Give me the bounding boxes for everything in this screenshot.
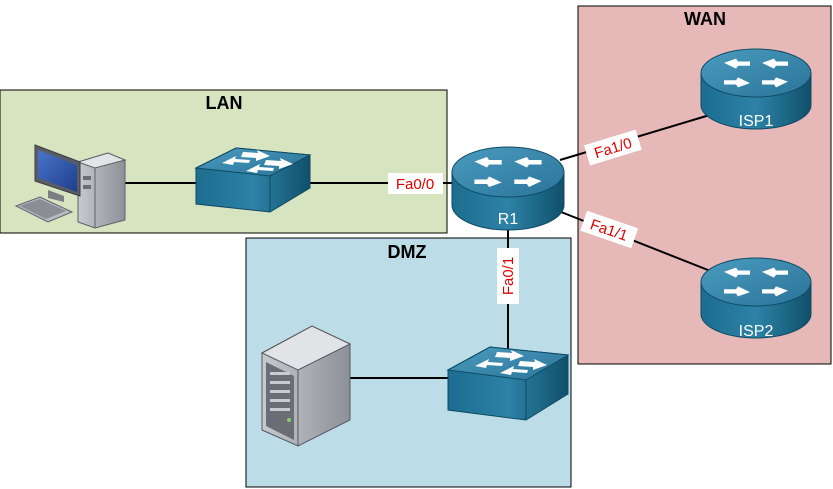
lan-switch-icon <box>194 147 312 213</box>
router-isp2-label: ISP2 <box>739 323 774 340</box>
svg-text:Fa0/0: Fa0/0 <box>396 176 434 193</box>
router-r1-label: R1 <box>498 211 519 228</box>
desktop-pc-icon <box>14 144 127 229</box>
router-isp1-icon <box>700 48 812 130</box>
dmz-title: DMZ <box>388 242 427 262</box>
svg-text:Fa0/1: Fa0/1 <box>500 257 517 295</box>
router-r1-icon <box>451 146 565 231</box>
router-isp2-icon <box>700 257 812 339</box>
wan-title: WAN <box>684 9 726 29</box>
router-isp1-label: ISP1 <box>739 113 774 130</box>
server-icon <box>260 325 352 447</box>
link-r1-isp2 <box>555 209 714 273</box>
port-label-fa0-1: Fa0/1 <box>497 248 519 304</box>
dmz-switch-icon <box>446 346 570 421</box>
port-label-fa0-0: Fa0/0 <box>388 173 443 194</box>
lan-title: LAN <box>206 93 243 113</box>
